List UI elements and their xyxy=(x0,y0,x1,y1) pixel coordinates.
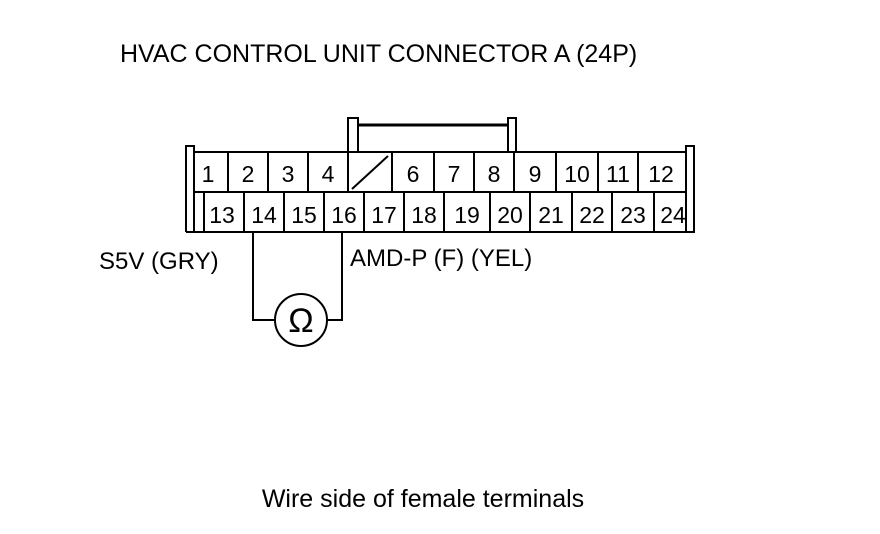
pin-label: 2 xyxy=(242,161,255,187)
pin-label: 24 xyxy=(660,202,686,228)
lead-wire-left xyxy=(252,232,276,321)
pin-label: 20 xyxy=(497,202,523,228)
pin-label: 7 xyxy=(448,161,461,187)
pin-label: 12 xyxy=(648,161,674,187)
pin-label: 19 xyxy=(454,202,480,228)
wire-label-s5v: S5V (GRY) xyxy=(99,248,219,275)
lead-wire-right xyxy=(327,232,343,321)
diagram-title: HVAC CONTROL UNIT CONNECTOR A (24P) xyxy=(120,40,637,68)
pin-label: 22 xyxy=(579,202,605,228)
pin-label: 15 xyxy=(291,202,317,228)
connector-top-row: 1 2 3 4 6 7 8 9 10 11 12 xyxy=(202,161,674,187)
ohm-symbol: Ω xyxy=(288,302,313,340)
pin-label: 3 xyxy=(282,161,295,187)
pin-label: 10 xyxy=(564,161,590,187)
connector-housing xyxy=(185,117,695,233)
pin-label: 11 xyxy=(606,161,630,187)
diagram-caption: Wire side of female terminals xyxy=(262,485,584,513)
pin-label: 17 xyxy=(371,202,397,228)
wire-label-amd-p: AMD-P (F) (YEL) xyxy=(350,245,532,272)
pin-label: 14 xyxy=(251,202,277,228)
pin-label: 16 xyxy=(331,202,357,228)
test-leads xyxy=(252,232,343,321)
pin-label: 23 xyxy=(620,202,646,228)
pin-label: 21 xyxy=(538,202,564,228)
pin-label: 4 xyxy=(322,161,335,187)
connector-bottom-row: 13 14 15 16 17 18 19 20 21 22 23 24 xyxy=(209,202,686,228)
pin-label: 6 xyxy=(407,161,420,187)
pin-label: 9 xyxy=(529,161,542,187)
pin-label: 8 xyxy=(488,161,501,187)
pin-label: 1 xyxy=(202,161,215,187)
pin-label: 18 xyxy=(411,202,437,228)
ohmmeter-icon: Ω xyxy=(274,293,328,347)
pin-label: 13 xyxy=(209,202,235,228)
